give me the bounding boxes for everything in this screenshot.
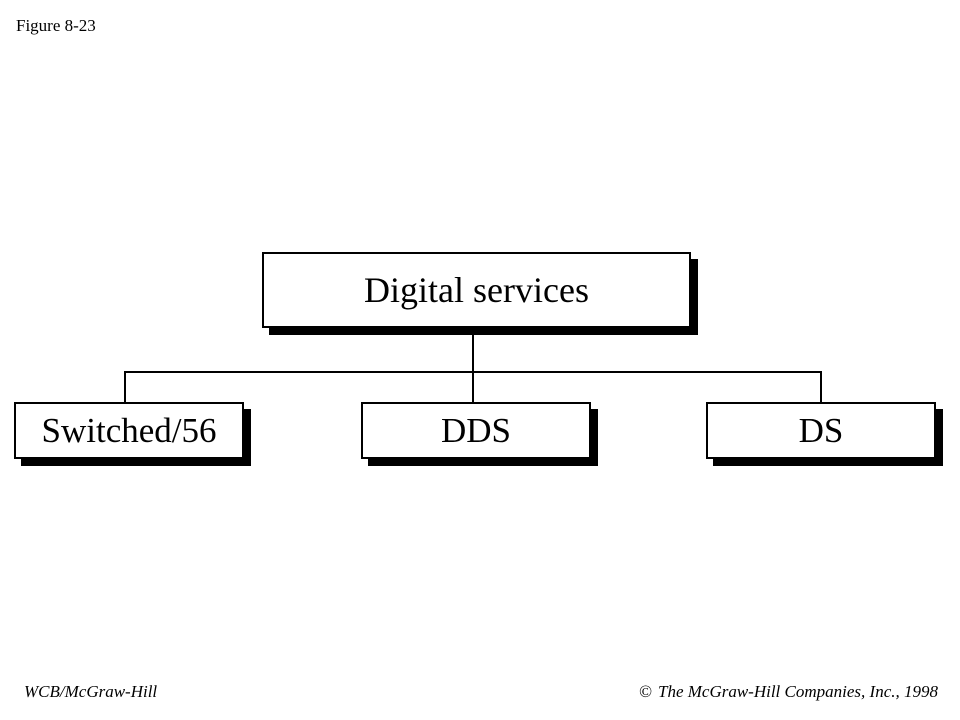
connector-root-stem xyxy=(472,330,474,372)
copyright-text: The McGraw-Hill Companies, Inc., 1998 xyxy=(657,682,938,701)
node-dds: DDS xyxy=(361,402,591,459)
connector-drop-dds xyxy=(472,371,474,402)
node-switched56: Switched/56 xyxy=(14,402,244,459)
connector-drop-switched56 xyxy=(124,371,126,402)
node-ds-label: DS xyxy=(798,410,844,450)
connector-drop-ds xyxy=(820,371,822,402)
node-digital-services: Digital services xyxy=(262,252,691,328)
publisher-credit: WCB/McGraw-Hill xyxy=(24,682,158,701)
node-digital-services-label: Digital services xyxy=(364,270,589,310)
copyright-notice: © The McGraw-Hill Companies, Inc., 1998 xyxy=(639,682,938,702)
node-dds-label: DDS xyxy=(440,410,512,450)
copyright-symbol: © xyxy=(639,682,652,701)
node-ds: DS xyxy=(706,402,936,459)
node-switched56-label: Switched/56 xyxy=(41,410,217,450)
figure-label: Figure 8-23 xyxy=(16,16,96,35)
